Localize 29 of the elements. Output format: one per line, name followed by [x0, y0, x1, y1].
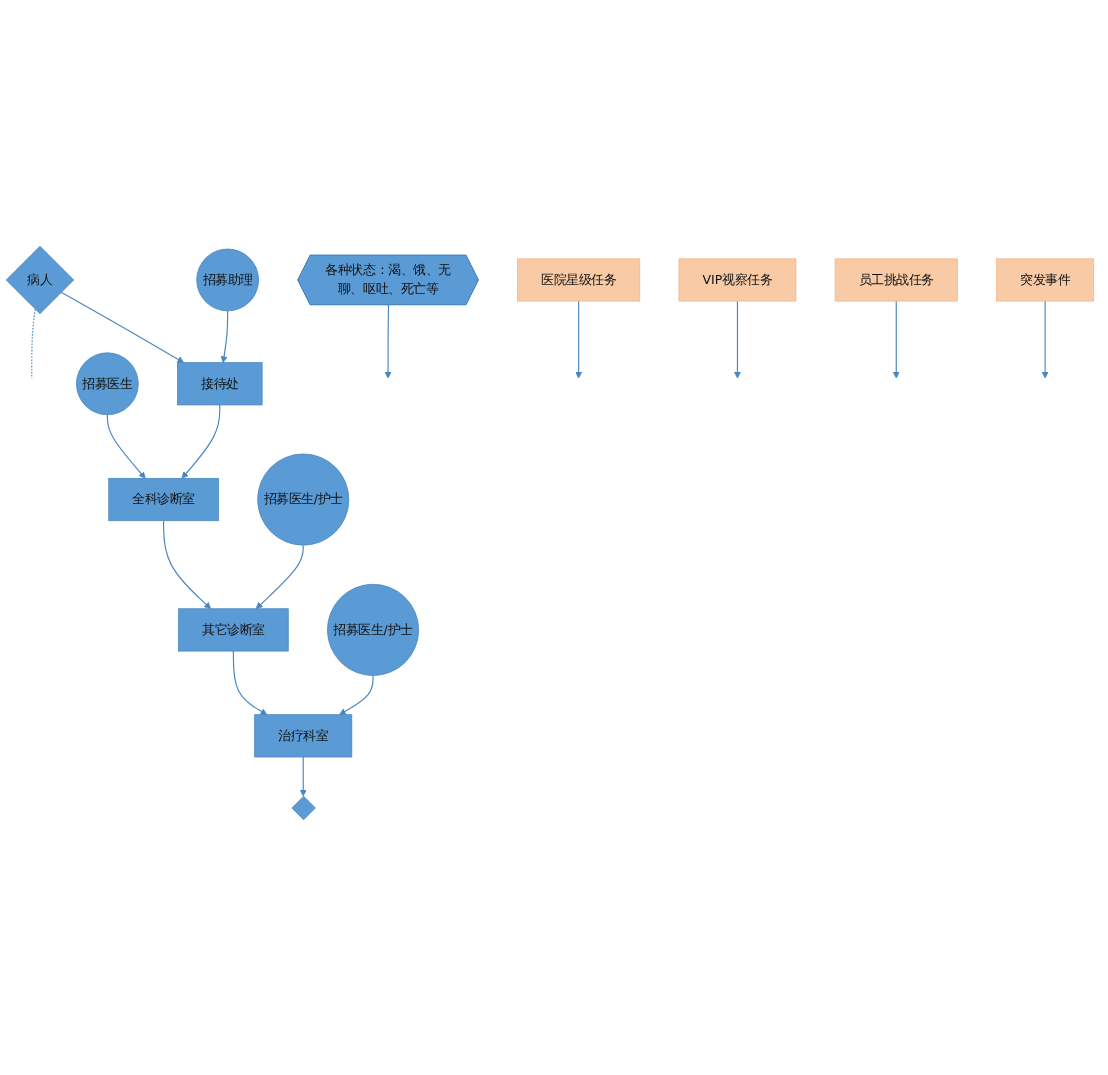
node-box: 其它诊断室	[178, 607, 289, 651]
arrow	[892, 300, 900, 379]
node-box: 医院星级任务	[517, 257, 641, 302]
node-box: 突发事件	[996, 257, 1095, 302]
arrow	[106, 413, 146, 479]
node-circle: 招募医生/护士	[257, 453, 350, 546]
arrow	[1041, 300, 1049, 379]
node-circle: 招募助理	[196, 248, 259, 311]
node-diamond: 病人	[5, 245, 75, 314]
node-box: 治疗科室	[254, 713, 353, 757]
arrow	[60, 291, 185, 363]
connector	[31, 308, 36, 379]
arrow	[339, 674, 374, 715]
arrow	[299, 755, 307, 796]
arrow	[232, 650, 268, 715]
node-diamond	[291, 795, 316, 820]
arrow	[384, 303, 392, 379]
arrow	[181, 403, 221, 479]
node-circle: 招募医生	[76, 351, 139, 415]
arrow	[255, 544, 304, 609]
arrow	[163, 519, 212, 609]
node-box: 全科诊断室	[108, 477, 219, 521]
node-box: 接待处	[177, 361, 263, 405]
node-box: 员工挑战任务	[834, 257, 958, 302]
arrow	[220, 309, 229, 363]
arrow	[734, 300, 741, 379]
node-circle: 招募医生/护士	[327, 583, 420, 676]
arrow	[575, 300, 583, 379]
node-box: VIP视察任务	[678, 257, 797, 302]
